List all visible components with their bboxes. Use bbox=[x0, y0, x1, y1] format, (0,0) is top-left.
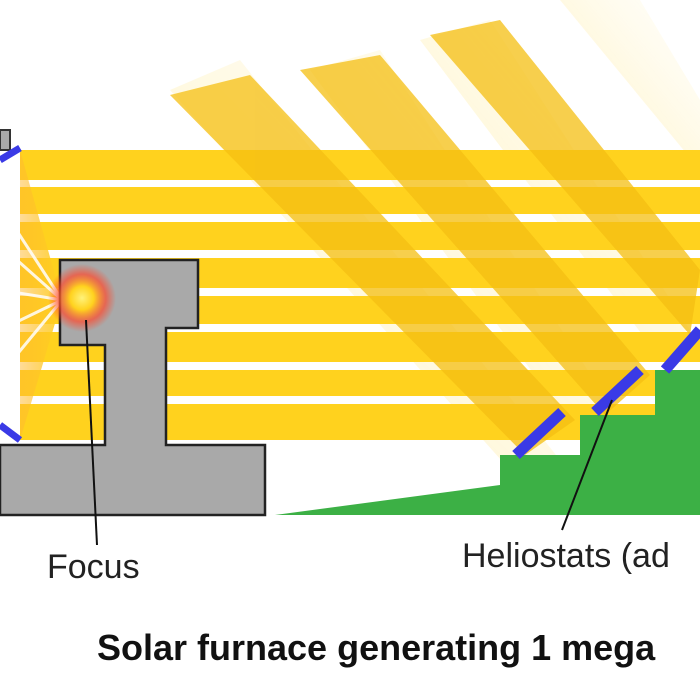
heliostat-mirror-icon bbox=[591, 365, 644, 417]
heliostat-mirror-icon bbox=[512, 407, 566, 460]
focus-label: Focus bbox=[47, 548, 140, 586]
focus-callout-line bbox=[85, 319, 98, 546]
concentrator-building bbox=[0, 129, 11, 151]
heliostat-field-hill bbox=[275, 370, 700, 515]
concentrator-mirror-top bbox=[0, 144, 22, 164]
concentrator-mirror-bottom bbox=[0, 422, 23, 443]
heliostats-callout-line bbox=[561, 399, 613, 531]
heliostat-mirrors bbox=[512, 326, 700, 460]
heliostat-mirror-icon bbox=[660, 326, 700, 374]
diagram-title: Solar furnace generating 1 mega bbox=[97, 627, 656, 668]
focus-glow-icon bbox=[48, 264, 116, 332]
heliostat-beams bbox=[170, 20, 700, 455]
heliostats-label: Heliostats (ad bbox=[462, 537, 670, 575]
